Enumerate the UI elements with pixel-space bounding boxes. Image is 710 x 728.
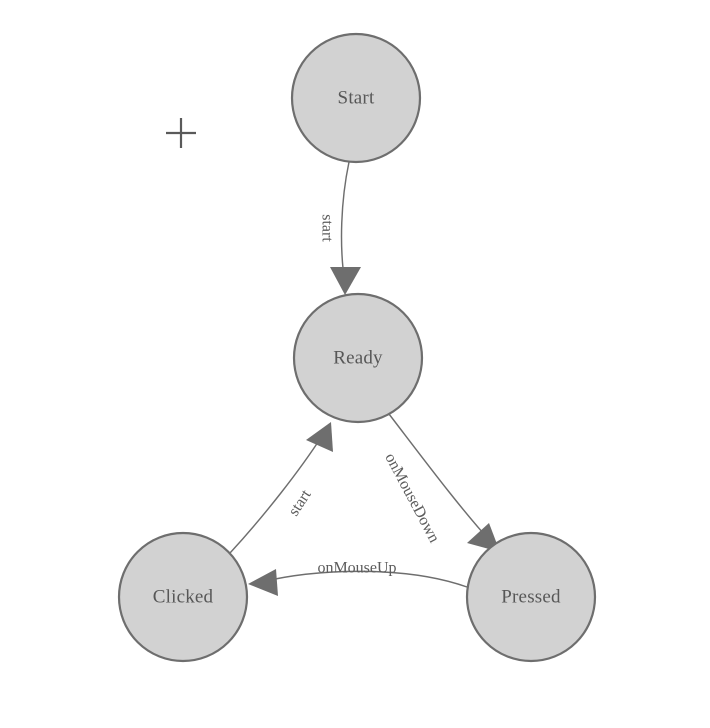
edge-start-to-ready[interactable]: start	[319, 161, 362, 295]
edge-pressed-to-clicked[interactable]: onMouseUp	[248, 560, 468, 597]
edge-pressed-to-clicked-label: onMouseUp	[317, 560, 396, 577]
crosshair-icon	[166, 118, 196, 148]
edge-ready-to-pressed-path	[388, 413, 493, 544]
edge-ready-to-pressed-label: onMouseDown	[381, 450, 442, 545]
edge-pressed-to-clicked-arrowhead	[248, 569, 278, 596]
node-pressed[interactable]: Pressed	[465, 531, 597, 663]
node-start-label: Start	[338, 88, 375, 109]
node-ready[interactable]: Ready	[292, 292, 424, 424]
node-ready-label: Ready	[333, 348, 383, 369]
edge-clicked-to-ready-path	[229, 435, 323, 554]
edge-pressed-to-clicked-path	[260, 570, 468, 588]
edge-start-to-ready-arrowhead	[330, 267, 361, 295]
node-pressed-label: Pressed	[501, 587, 561, 608]
edge-clicked-to-ready[interactable]: start	[229, 422, 333, 554]
edge-ready-to-pressed-arrowhead	[467, 523, 500, 552]
edge-clicked-to-ready-arrowhead	[306, 422, 333, 452]
node-clicked[interactable]: Clicked	[117, 531, 249, 663]
node-clicked-circle	[117, 531, 249, 663]
node-pressed-circle	[465, 531, 597, 663]
edge-ready-to-pressed[interactable]: onMouseDown	[381, 413, 500, 552]
edge-start-to-ready-path	[340, 161, 350, 285]
node-clicked-label: Clicked	[153, 587, 214, 608]
node-start[interactable]: Start	[290, 32, 422, 164]
node-start-circle	[290, 32, 422, 164]
edge-clicked-to-ready-label: start	[285, 486, 315, 519]
edge-start-to-ready-label: start	[319, 214, 336, 242]
node-ready-circle	[292, 292, 424, 424]
